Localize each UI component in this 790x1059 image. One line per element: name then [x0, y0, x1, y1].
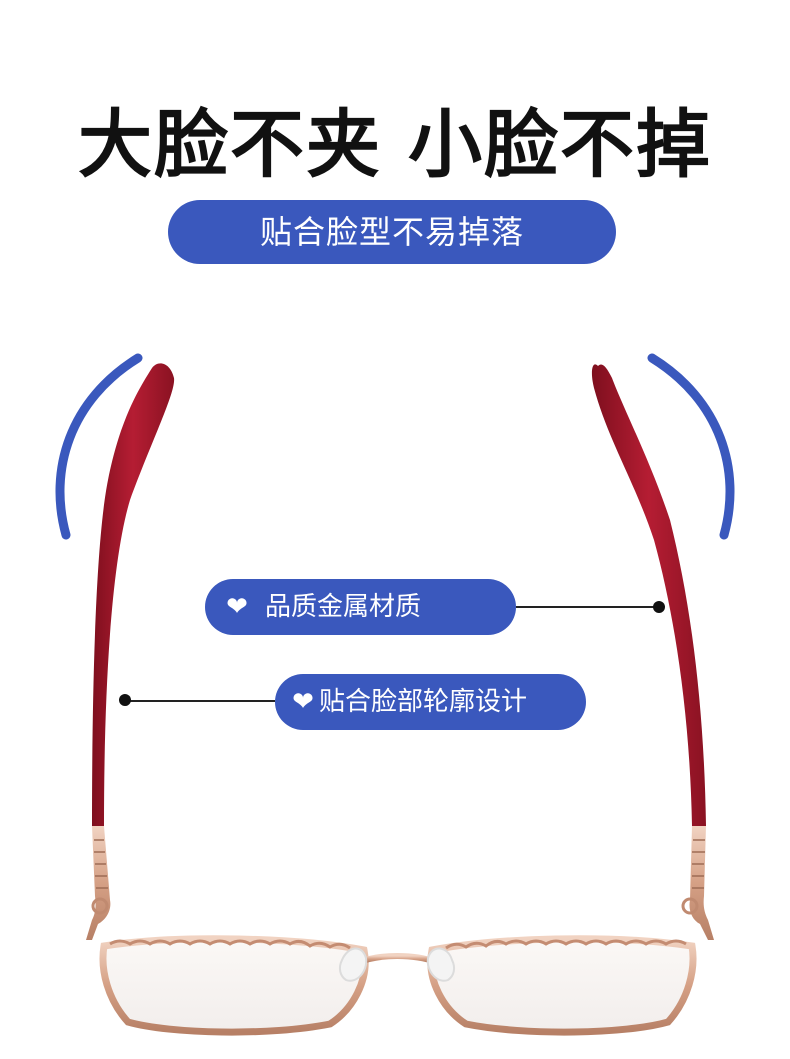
left-lens — [99, 935, 369, 1036]
feature-pill-contour: ❤贴合脸部轮廓设计 — [275, 674, 586, 730]
left-brow-wave — [109, 939, 351, 950]
headline: 大脸不夹小脸不掉 — [0, 100, 790, 190]
subtitle-text: 贴合脸型不易掉落 — [259, 213, 524, 251]
headline-part-1: 大脸不夹 — [78, 102, 382, 188]
headline-part-2: 小脸不掉 — [408, 102, 712, 188]
leader-line-contour — [128, 700, 275, 702]
right-metal-hinge — [689, 826, 714, 940]
left-nose-pad — [338, 947, 368, 982]
right-temple-arm — [591, 364, 706, 826]
left-metal-hinge — [86, 826, 111, 940]
leader-line-material — [516, 606, 656, 608]
feature-pill-material: ❤ 品质金属材质 — [205, 579, 516, 635]
right-brow-wave — [445, 939, 687, 950]
subtitle-pill: 贴合脸型不易掉落 — [168, 200, 616, 264]
feature-label-material: 品质金属材质 — [265, 592, 422, 622]
right-nose-pad — [426, 947, 456, 982]
bridge — [358, 953, 438, 965]
left-motion-arc — [55, 353, 143, 540]
left-temple-arm — [92, 363, 175, 826]
right-motion-arc — [647, 353, 735, 540]
feature-label-contour: 贴合脸部轮廓设计 — [319, 687, 528, 717]
heart-icon: ❤ — [226, 592, 248, 622]
right-lens — [427, 935, 697, 1036]
leader-dot-material — [653, 601, 665, 613]
leader-dot-contour — [119, 694, 131, 706]
heart-icon: ❤ — [292, 687, 314, 717]
